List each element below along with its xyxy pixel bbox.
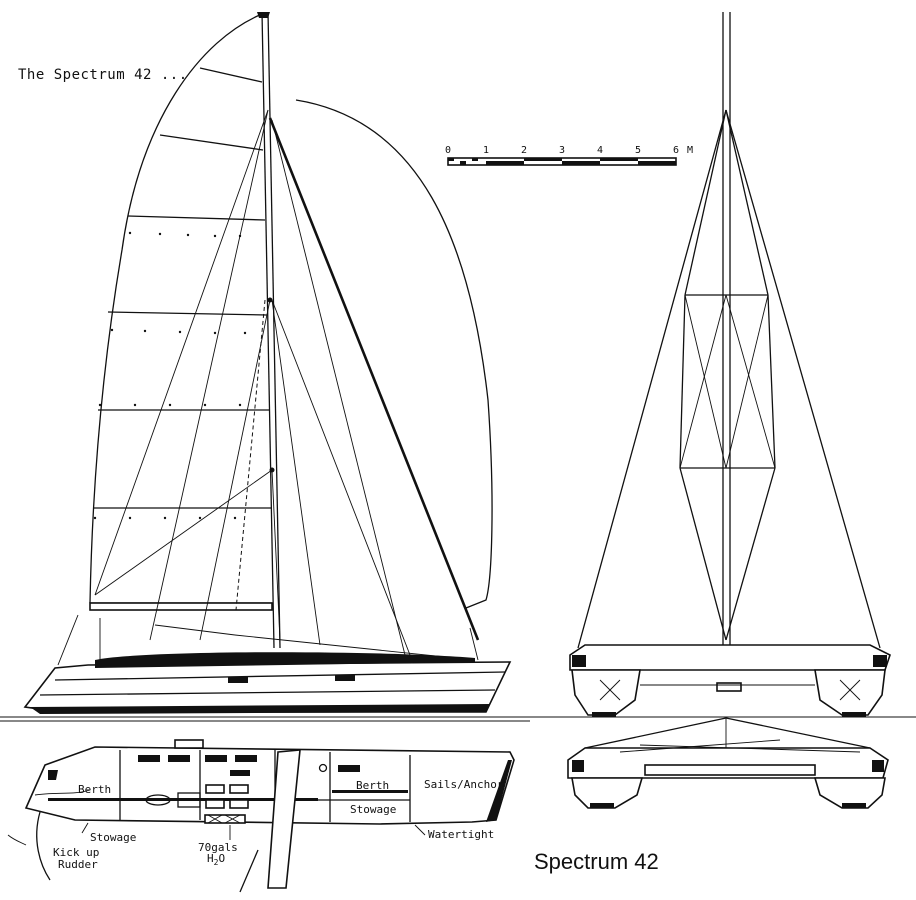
- front-elevation: [569, 12, 891, 717]
- scale-bar: [447, 157, 677, 166]
- label-water-capacity: 70gals: [198, 841, 238, 854]
- drawing-title: The Spectrum 42 ...: [18, 67, 188, 83]
- scale-tick-3: 3: [559, 145, 566, 156]
- drawing-caption: Spectrum 42: [534, 849, 659, 874]
- label-sails-anchor: Sails/Anchor: [424, 778, 504, 791]
- scale-tick-0: 0: [445, 145, 452, 156]
- front-plan-view: [567, 717, 889, 809]
- label-rudder: Rudder: [58, 858, 98, 871]
- mainsheet: [154, 624, 236, 636]
- label-berth-fwd: Berth: [356, 779, 390, 792]
- label-water-h2o: H2O: [207, 852, 226, 867]
- mainsail: [89, 13, 273, 611]
- label-stowage-aft: Stowage: [90, 831, 137, 844]
- scale-unit: M: [687, 145, 694, 156]
- label-watertight: Watertight: [428, 828, 495, 841]
- scale-tick-6: 6: [673, 145, 680, 156]
- label-stowage-fwd: Stowage: [350, 803, 397, 816]
- plan-view: [7, 739, 515, 893]
- forestay: [268, 117, 480, 641]
- jib-rigging: [94, 109, 411, 656]
- hull-side: [23, 614, 512, 714]
- spinnaker-outline: [295, 99, 493, 609]
- scale-tick-2: 2: [521, 145, 528, 156]
- scale-tick-4: 4: [597, 145, 604, 156]
- label-kick-up: Kick up: [53, 846, 100, 859]
- label-berth-aft: Berth: [78, 783, 112, 796]
- scale-tick-1: 1: [483, 145, 490, 156]
- scale-tick-5: 5: [635, 145, 642, 156]
